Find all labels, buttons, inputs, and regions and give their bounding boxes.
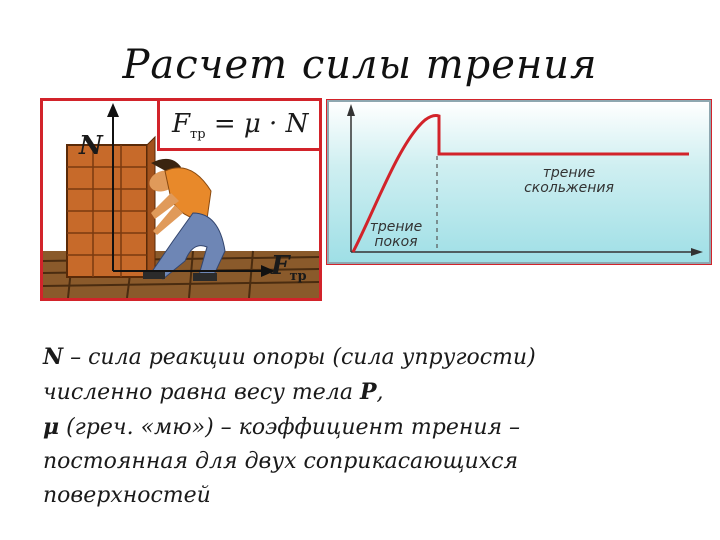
slide-title: Расчет силы трения — [0, 42, 720, 88]
friction-graph: трение покоя трение скольжения — [326, 99, 712, 265]
friction-formula-box: Fтр = μ · N — [157, 98, 322, 151]
friction-formula: Fтр = μ · N — [172, 109, 308, 139]
text-line-5: поверхностей — [43, 479, 703, 513]
text-line-1: N – сила реакции опоры (сила упругости) — [43, 340, 703, 375]
text-line-4: постоянная для двух соприкасающихся — [43, 445, 703, 479]
static-friction-label: трение покоя — [361, 220, 431, 250]
text-line-2: численно равна весу тела P, — [43, 375, 703, 410]
axis-n-label: N — [79, 131, 103, 161]
explanation-text: N – сила реакции опоры (сила упругости) … — [43, 340, 703, 513]
text-line-3: μ (греч. «мю») – коэффициент трения – — [43, 410, 703, 445]
axis-friction-label: Fтр — [271, 251, 307, 281]
sliding-friction-label: трение скольжения — [499, 166, 639, 196]
